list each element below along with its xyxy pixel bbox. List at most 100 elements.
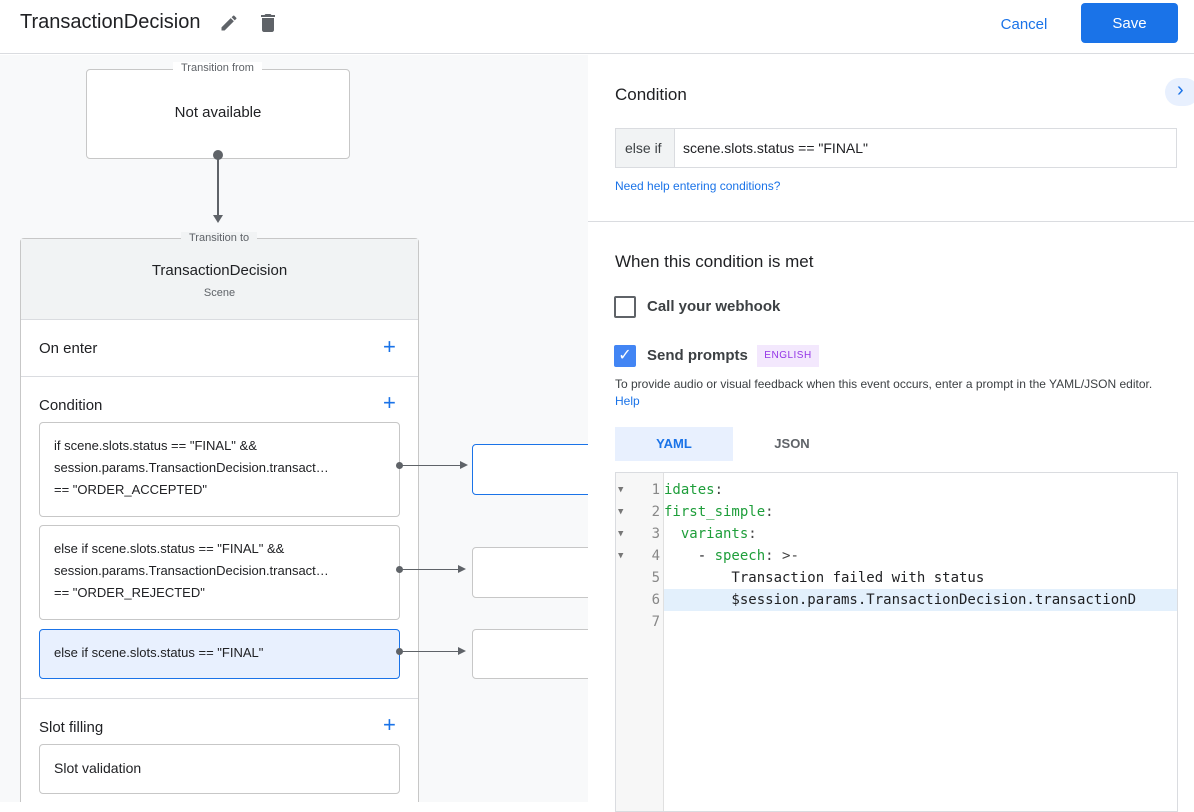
help-link[interactable]: Need help entering conditions? [615,179,781,193]
condition-text: else if scene.slots.status == "FINAL" [54,645,264,660]
fold-arrow-icon[interactable]: ▼ [618,529,624,539]
condition-input[interactable]: scene.slots.status == "FINAL" [674,128,1177,168]
condition-card[interactable]: if scene.slots.status == "FINAL" && sess… [39,422,400,517]
connector-dot [213,150,223,160]
cancel-button[interactable]: Cancel [985,6,1063,42]
add-icon[interactable]: + [383,334,396,359]
prompts-label: Send prompts [647,347,748,364]
code-indent [664,526,681,542]
transition-target[interactable] [472,629,588,679]
line-number: 2 [651,504,660,520]
condition-prefix: else if [615,128,675,168]
divider [588,221,1194,222]
condition-card[interactable]: else if scene.slots.status == "FINAL" &&… [39,525,400,620]
prompts-checkbox[interactable]: ✓ [614,345,636,367]
line-number: 7 [651,614,660,630]
editor-line: 7 [616,611,1177,633]
editor-line: ▼ 3 variants: [616,523,1177,545]
condition-text: == "ORDER_ACCEPTED" [54,482,207,497]
add-icon[interactable]: + [383,712,396,737]
active-line-highlight [664,589,1177,611]
editor-line: 6 $session.params.TransactionDecision.tr… [616,589,1177,611]
editor-line: ▼ 4 - speech: >- [616,545,1177,567]
condition-text: == "ORDER_REJECTED" [54,585,205,600]
webhook-label: Call your webhook [647,298,781,315]
connector-line [402,651,460,652]
pencil-icon[interactable] [219,13,239,33]
transition-from-card: Transition from Not available [86,62,350,159]
check-icon: ✓ [618,347,632,364]
condition-title: Condition [615,85,687,104]
fold-arrow-icon[interactable]: ▼ [618,485,624,495]
transition-target[interactable] [472,444,588,495]
connector-dot [396,462,403,469]
page-title: TransactionDecision [20,11,201,33]
on-enter-label: On enter [39,340,98,357]
code-text: $session.params.TransactionDecision.tran… [664,592,1137,608]
line-number: 6 [651,592,660,608]
on-enter-section[interactable]: On enter + [21,321,418,377]
prompt-description: To provide audio or visual feedback when… [615,377,1153,408]
condition-section: Condition + [21,377,418,699]
language-badge: ENGLISH [757,345,819,367]
yaml-key: idates [664,482,715,498]
flow-canvas: Transition from Not available Transition… [0,55,588,802]
fold-arrow-icon[interactable]: ▼ [618,507,624,517]
transition-from-legend: Transition from [173,62,262,74]
transition-target[interactable] [472,547,588,598]
when-met-title: When this condition is met [615,252,814,271]
connector-line [402,569,460,570]
editor-line: 5 Transaction failed with status [616,567,1177,589]
yaml-key: speech [714,548,766,564]
transition-to-legend: Transition to [181,232,258,244]
connector-line [217,158,219,218]
editor-gutter [616,473,664,811]
tab-json[interactable]: JSON [774,436,810,451]
slot-filling-section: Slot filling + [21,699,418,802]
condition-card-selected[interactable]: else if scene.slots.status == "FINAL" [39,629,400,679]
code-indent: - [664,548,715,564]
condition-text: session.params.TransactionDecision.trans… [54,563,329,578]
help-link[interactable]: Help [615,394,640,408]
code-text: : [714,482,724,498]
code-text: : [765,504,774,520]
scene-type: Scene [203,287,236,299]
fold-arrow-icon[interactable]: ▼ [618,551,624,561]
transition-from-value: Not available [174,104,262,121]
condition-text: if scene.slots.status == "FINAL" && [54,438,257,453]
code-text: : [748,526,757,542]
arrow-head [460,461,468,469]
connector-dot [396,566,403,573]
line-number: 3 [651,526,660,542]
condition-text: session.params.TransactionDecision.trans… [54,460,329,475]
connector-line [402,465,462,466]
add-icon[interactable]: + [383,390,396,415]
top-bar: TransactionDecision Cancel Save [0,0,1194,54]
code-text: Transaction failed with status [664,570,985,586]
webhook-checkbox[interactable] [614,296,636,318]
yaml-key: variants [680,526,749,542]
scene-header: Transition to TransactionDecision Scene [21,232,418,320]
code-text: : >- [765,548,799,564]
scene-name: TransactionDecision [151,262,288,279]
connector-dot [396,648,403,655]
condition-label: Condition [39,397,103,414]
arrow-head [458,647,466,655]
arrow-head [213,215,223,223]
slot-validation-card[interactable]: Slot validation [39,744,400,794]
condition-text: else if scene.slots.status == "FINAL" && [54,541,285,556]
slot-filling-label: Slot filling [39,719,104,736]
save-button[interactable]: Save [1081,3,1178,43]
condition-panel: › Condition else if scene.slots.status =… [588,55,1194,812]
tab-yaml[interactable]: YAML [615,427,733,461]
arrow-head [458,565,466,573]
collapse-panel-button[interactable]: › [1165,78,1194,106]
line-number: 1 [651,482,660,498]
line-number: 4 [651,548,660,564]
scene-card: Transition to TransactionDecision Scene … [20,232,419,802]
yaml-key: first_simple [664,504,766,520]
trash-icon[interactable] [256,11,280,35]
chevron-right-icon: › [1177,79,1184,101]
